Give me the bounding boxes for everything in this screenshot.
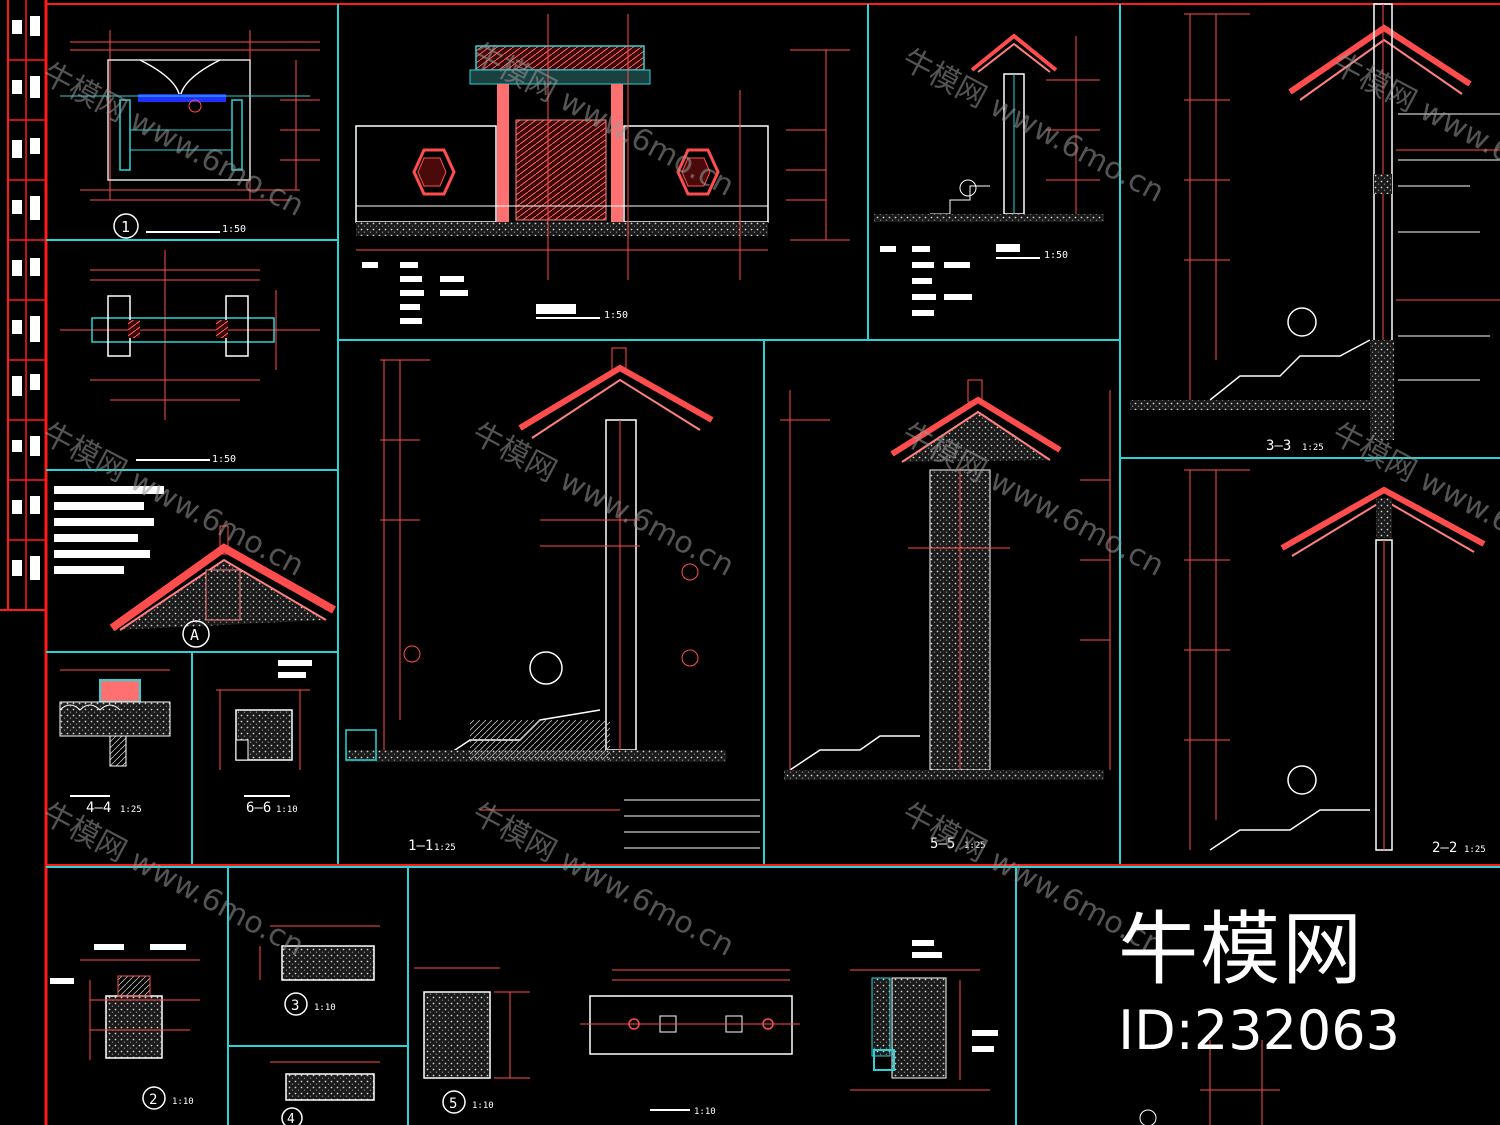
section-6-6-drawing: 6—6 1:10 [216,660,312,816]
section-5-5-tag: 5—5 [930,836,955,852]
section-2-2-scale: 1:25 [1464,845,1486,855]
detail-5-scale: 1:10 [472,1101,494,1111]
detail-2-drawing: 2 1:10 [50,944,200,1110]
detail-3-drawing: 3 1:10 [259,925,380,1016]
watermark: 牛模网 www.6mo.cn [1326,416,1500,584]
watermark: 牛模网 www.6mo.cn [466,796,739,964]
detail-3-scale: 1:10 [314,1003,336,1013]
plan-top-scale: 1:50 [212,454,236,465]
plan-1-tag: 1 [121,218,130,236]
section-2-2-tag: 2—2 [1432,840,1457,856]
detail-4-tag: 4 [287,1112,295,1125]
brand-block: 牛模网 ID:232063 [1118,905,1400,1061]
watermark: 牛模网 www.6mo.cn [36,56,309,224]
section-6-6-tag: 6—6 [246,800,271,816]
watermark: 牛模网 www.6mo.cn [466,416,739,584]
section-5-5-scale: 1:25 [964,841,986,851]
section-1-1-drawing: 1—1 1:25 [345,347,760,854]
frame-grid [46,3,1500,1125]
model-id: ID:232063 [1118,999,1400,1062]
section-4-4-drawing: 4—4 1:25 [59,669,171,816]
watermark: 牛模网 www.6mo.cn [896,42,1169,210]
elevation-main-drawing: 1:50 [355,14,850,324]
section-6-6-scale: 1:10 [276,805,298,815]
side-elevation-scale: 1:50 [1044,250,1068,261]
section-4-4-tag: 4—4 [86,800,111,816]
plan-1-scale: 1:50 [222,224,246,235]
detail-5-drawing: 5 1:10 [414,967,530,1114]
section-3-3-tag: 3—3 [1266,438,1291,454]
wall-section-drawing [850,940,1280,1125]
section-1-1-tag: 1—1 [408,838,433,854]
detail-a-drawing: A [54,486,336,648]
section-3-3-drawing: 3—3 1:25 [1130,3,1500,454]
plan-1-drawing: 1 1:50 [60,30,320,239]
detail-7-drawing: 1:10 [580,969,800,1117]
title-strip [0,0,48,1125]
side-elevation-drawing: 1:50 [874,33,1104,316]
elevation-main-scale: 1:50 [604,310,628,321]
detail-2-scale: 1:10 [172,1097,194,1107]
watermark: 牛模网 www.6mo.cn [36,796,309,964]
watermark: 牛模网 www.6mo.cn [36,416,309,584]
detail-2-tag: 2 [149,1092,157,1108]
watermark: 牛模网 www.6mo.cn [1326,46,1500,214]
detail-7-scale: 1:10 [694,1107,716,1117]
brand-name: 牛模网 [1118,903,1365,996]
section-4-4-scale: 1:25 [120,805,142,815]
section-3-3-scale: 1:25 [1302,443,1324,453]
plan-top-drawing: 1:50 [60,250,320,465]
detail-3-tag: 3 [291,998,299,1014]
detail-4-drawing: 4 [270,1061,380,1125]
detail-5-tag: 5 [449,1096,457,1112]
section-5-5-drawing: 5—5 1:25 [780,379,1111,852]
detail-a-tag: A [190,626,199,644]
section-1-1-scale: 1:25 [434,843,456,853]
section-2-2-drawing: 2—2 1:25 [1184,469,1486,856]
